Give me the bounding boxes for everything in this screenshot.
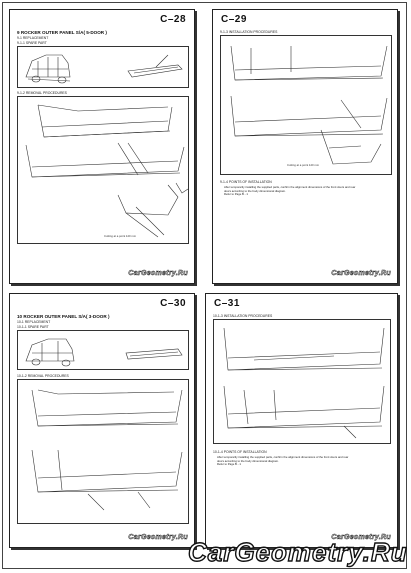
spare-part-heading: 9-1-1 SPARE PART (17, 41, 47, 45)
points-line: Refer to Page B - 1 (217, 462, 241, 467)
page-footer-logo: CarGeometry.Ru (331, 534, 391, 542)
procedure-heading: 10-1-3 INSTALLATION PROCEDURES (213, 314, 273, 318)
procedure-heading: 9-1-3 INSTALLATION PROCEDURES (220, 30, 278, 34)
rocker-panel-install-drawing (223, 327, 385, 439)
installation-figure: Cutting at a point 120 mm (220, 35, 392, 175)
page-footer-logo: CarGeometry.Ru (128, 534, 188, 542)
points-heading: 10-1-4 POINTS OF INSTALLATION (213, 450, 267, 454)
points-line: After temporarily installing the supplie… (224, 185, 356, 189)
points-text: After temporarily installing the supplie… (224, 185, 356, 197)
removal-figure: Cutting at a point 120 mm (17, 96, 189, 244)
rocker-panel-install-drawing (230, 45, 388, 165)
manual-page-c29: C–29 9-1-3 INSTALLATION PROCEDURES Cutti… (212, 9, 398, 284)
procedure-heading: 10-1-2 REMOVAL PROCEDURES (17, 374, 69, 378)
points-line: After temporarily installing the supplie… (217, 455, 349, 459)
figure-callout: Cutting at a point 120 mm (287, 163, 320, 167)
section-title: 9 ROCKER OUTER PANEL S/A( 5-DOOR ) (17, 30, 107, 35)
installation-figure (213, 319, 391, 444)
procedure-heading: 9-1-2 REMOVAL PROCEDURES (17, 91, 67, 95)
rocker-panel-drawing (31, 389, 183, 511)
page-number: C–29 (221, 14, 247, 25)
page-number: C–30 (160, 298, 186, 309)
page-footer-logo: CarGeometry.Ru (128, 270, 188, 278)
points-text: After temporarily installing the supplie… (217, 455, 349, 467)
manual-page-c28: C–28 9 ROCKER OUTER PANEL S/A( 5-DOOR ) … (9, 9, 195, 284)
page-footer-logo: CarGeometry.Ru (331, 270, 391, 278)
spare-part-figure (17, 330, 189, 370)
manual-page-c31: C–31 10-1-3 INSTALLATION PROCEDURES 10-1… (205, 293, 398, 548)
section-title: 10 ROCKER OUTER PANEL S/A( 3-DOOR ) (17, 314, 110, 319)
watermark-logo: CarGeometry.Ru (187, 536, 408, 567)
rocker-panel-drawing (25, 104, 189, 238)
car-body-drawing (25, 338, 183, 367)
spare-part-figure (17, 46, 189, 88)
removal-figure (17, 379, 189, 524)
manual-page-c30: C–30 10 ROCKER OUTER PANEL S/A( 3-DOOR )… (9, 293, 195, 548)
points-line: doors according to the body dimensional … (217, 458, 279, 463)
points-heading: 9-1-4 POINTS OF INSTALLATION (220, 180, 272, 184)
page-number: C–28 (160, 14, 186, 25)
subsection-heading: 9-1 REPLACEMENT (17, 36, 49, 40)
subsection-heading: 10-1 REPLACEMENT (17, 320, 51, 324)
page-number: C–31 (214, 298, 240, 309)
points-line: Refer to Page B - 1 (224, 192, 248, 197)
car-body-drawing (25, 54, 183, 84)
points-line: doors according to the body dimensional … (224, 188, 286, 193)
spare-part-heading: 10-1-1 SPARE PART (17, 325, 49, 329)
figure-callout: Cutting at a point 120 mm (104, 234, 137, 238)
